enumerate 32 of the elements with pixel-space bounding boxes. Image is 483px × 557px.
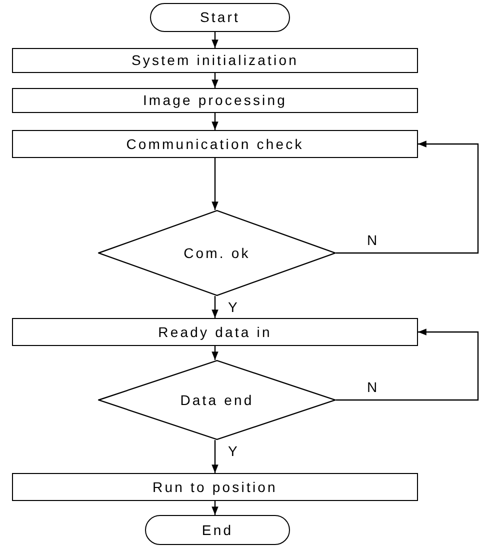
arrow xyxy=(212,158,218,210)
process-box xyxy=(12,473,418,501)
terminal-shape xyxy=(150,3,290,32)
arrow xyxy=(212,32,218,48)
node-text: Communication check xyxy=(126,134,304,154)
decision-diamond xyxy=(98,360,336,440)
decision-diamond xyxy=(98,210,336,296)
edge-label: N xyxy=(366,233,378,247)
arrow xyxy=(212,73,218,88)
node-text: Start xyxy=(200,8,240,27)
edge-label: Y xyxy=(227,444,238,458)
process-box xyxy=(12,48,418,73)
edge-label: Y xyxy=(227,300,238,314)
arrow xyxy=(212,440,218,473)
node-text: Image processing xyxy=(142,91,288,110)
arrow xyxy=(212,296,218,318)
node-text: Run to position xyxy=(152,478,278,497)
node-text: System initialization xyxy=(131,51,299,70)
edge-label: N xyxy=(366,380,378,394)
arrow xyxy=(336,140,479,254)
node-text: End xyxy=(202,520,234,540)
process-box xyxy=(12,88,418,113)
node-text: Com. ok xyxy=(184,244,250,262)
node-text: Data end xyxy=(180,390,254,410)
arrow xyxy=(212,501,218,515)
process-box xyxy=(12,130,418,158)
process-box xyxy=(12,318,418,346)
arrow xyxy=(212,113,218,130)
arrow xyxy=(336,328,479,401)
terminal-shape xyxy=(145,515,290,545)
node-text: Ready data in xyxy=(158,322,272,342)
arrow xyxy=(212,346,218,360)
